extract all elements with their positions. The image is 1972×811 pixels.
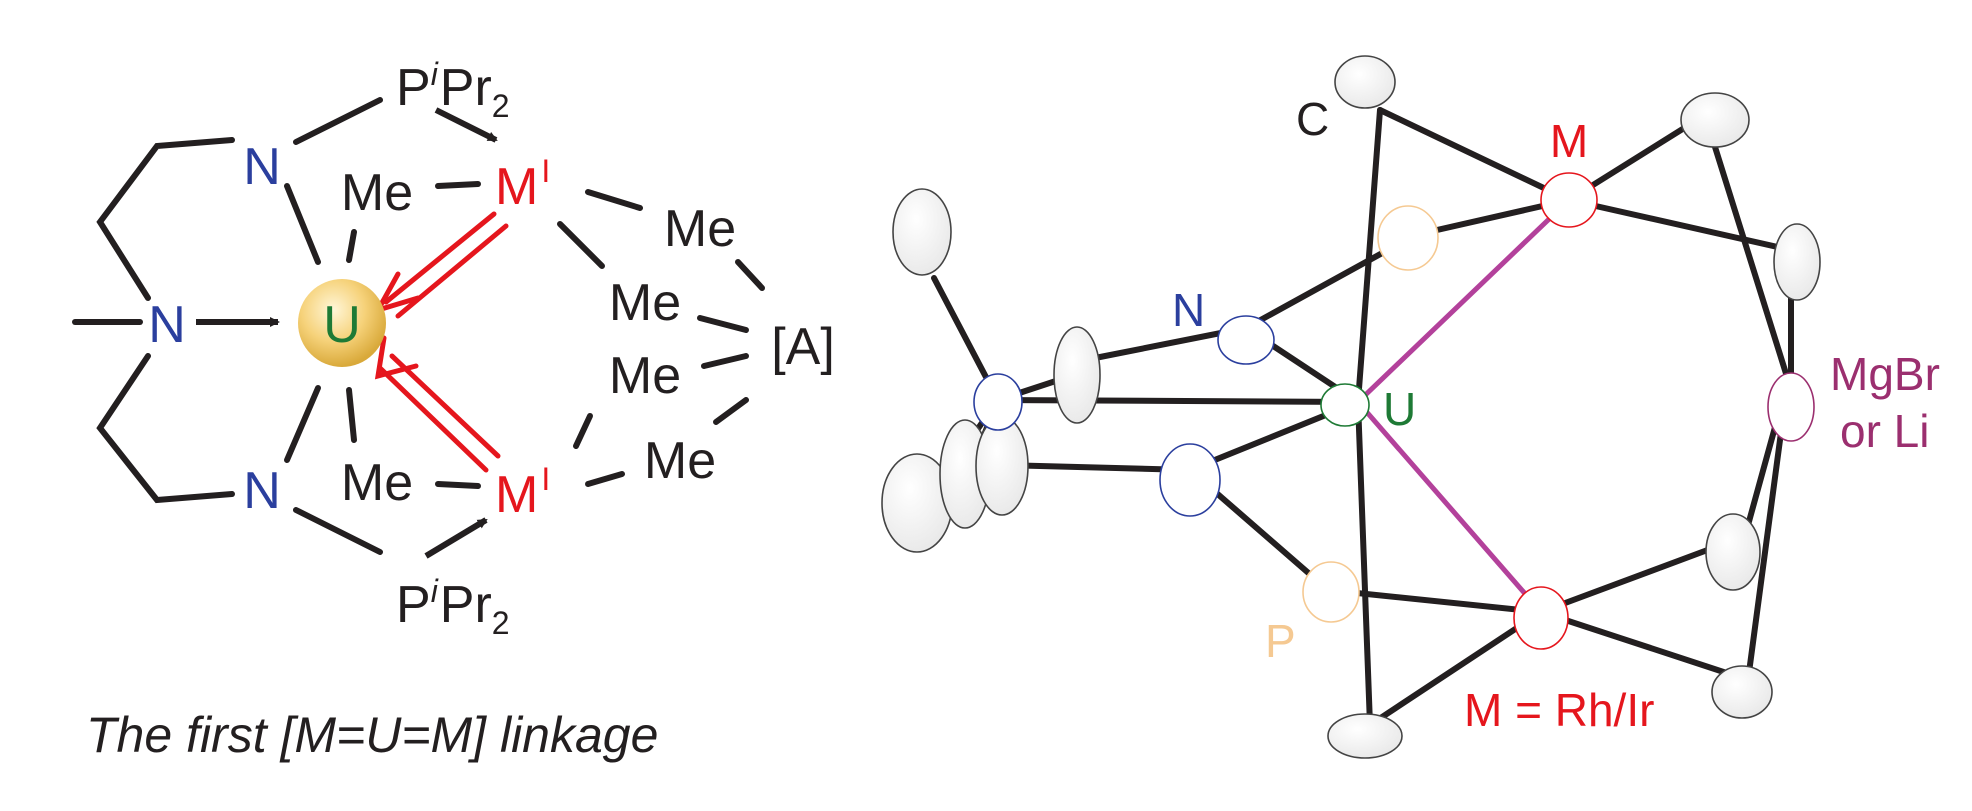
me-a-bond [697,315,749,333]
carbon-atom-ellipsoid [1334,55,1396,109]
uranium-atom-ellipsoid [1320,383,1370,427]
nitrogen-atom-ellipsoid [973,373,1023,431]
metal-atom-ellipsoid [1540,172,1598,228]
me-label-cage-4: Me [644,432,716,490]
phosphine-label-top: PiPr2 [396,56,510,124]
carbon-atom-ellipsoid [1711,665,1773,719]
me-a-bond [735,259,765,291]
carbon-atom-ellipsoid [1773,223,1821,301]
carbon-atom-ellipsoid [1327,713,1403,759]
phosphine-label-bottom: PiPr2 [396,573,510,641]
figure-caption: The first [M=U=M] linkage [86,707,658,763]
uranium-sphere-icon [298,279,386,367]
m-me-bond [557,221,605,269]
me-a-bond [713,397,749,425]
nitrogen-atom-ellipsoid [1159,443,1221,517]
ortep-c-label: C [1296,93,1329,145]
m-u-double-arrow-top [372,211,509,319]
me-label-lower-left: Me [341,454,413,512]
ortep-u-label: U [1383,383,1416,435]
me-label-cage-1: Me [664,200,736,258]
m-u-double-arrow-bottom [374,335,501,473]
me-label-cage-3: Me [609,347,681,405]
backbone-bond [96,137,235,301]
structure-scheme [72,97,765,555]
n-p-bond [293,507,383,555]
u-me-bond [346,387,357,443]
m-me-bond [573,413,593,449]
ortep-n-label: N [1172,284,1205,336]
a-label: [A] [771,318,835,376]
m-me-bond [585,189,643,211]
carbon-atom-ellipsoid [1705,513,1761,591]
me-m-bond [435,481,481,489]
magnesium-atom-ellipsoid [1767,372,1815,442]
carbon-atom-ellipsoid [1053,326,1101,424]
n-label-middle: N [148,296,186,354]
me-label-upper-left: Me [341,164,413,222]
phosphorus-atom-ellipsoid [1302,561,1360,623]
ortep-ellipsoids [881,55,1821,759]
carbon-atom-ellipsoid [892,188,952,276]
ortep-mg-label-line1: MgBr [1830,348,1940,400]
n-label-top: N [243,138,281,196]
me-label-cage-2: Me [609,274,681,332]
carbon-atom-ellipsoid [1680,92,1750,148]
n-p-bond [293,97,383,145]
n-u-bond [284,183,321,265]
u-me-bond [346,229,357,263]
me-m-bond [435,181,481,189]
metal-label-top: MI [495,153,550,216]
n-label-bottom: N [243,462,281,520]
metal-atom-ellipsoid [1513,586,1569,650]
ortep-m-definition: M = Rh/Ir [1464,684,1654,736]
carbon-atom-ellipsoid [975,416,1029,516]
p-m-dative-arrow [424,517,488,559]
phosphorus-atom-ellipsoid [1377,205,1439,271]
nitrogen-atom-ellipsoid [1217,315,1275,365]
u-m-bond-bottom [1356,400,1543,614]
backbone-bond [96,353,235,504]
p-m-dative-arrow [434,107,498,143]
ortep-mg-label-line2: or Li [1840,405,1929,457]
ortep-p-label: P [1265,615,1296,667]
n-u-bond [284,385,321,463]
u-label: U [323,296,361,354]
metal-label-bottom: MI [495,461,550,524]
u-m-bond-top [1356,198,1571,404]
m-me-bond [585,471,625,487]
ortep-m-label: M [1550,115,1588,167]
me-a-bond [701,353,749,369]
